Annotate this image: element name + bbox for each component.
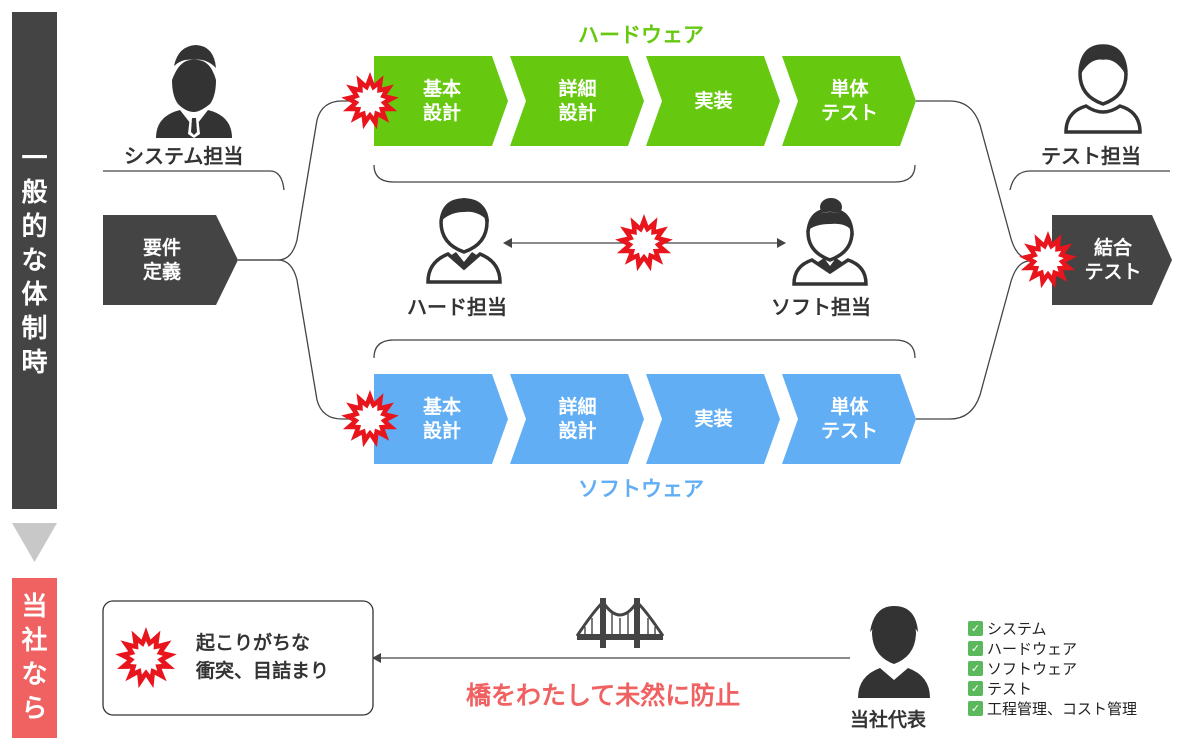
role-soft-label: ソフト担当 [771,295,871,319]
checklist-item-4: ✓テスト [968,678,1032,698]
hw-step-3: 実装 [694,90,733,112]
hw-step-1: 基本 設計 [422,78,461,124]
conflict-box [102,600,374,716]
sw-step-3: 実装 [694,408,733,430]
ours-sidebar [12,578,57,738]
burst-icon [341,390,399,448]
conflict-text: 起こりがちな 衝突、目詰まり [196,632,330,682]
checklist-item-2: ✓ハードウェア [968,638,1077,658]
checklist-item-5-label: 工程管理、コスト管理 [987,699,1138,718]
sw-step-2-shape [510,374,644,464]
role-test-label: テスト担当 [1041,144,1141,168]
arrowhead-to-conflict [372,653,381,663]
check-icon: ✓ [968,660,983,676]
arrowhead-right [777,238,786,248]
general-sidebar [12,12,57,509]
role-system-label: システム担当 [124,144,244,168]
burst-icon [1019,231,1077,289]
checklist-item-4-label: テスト [987,679,1033,698]
check-icon: ✓ [968,700,983,716]
sw-step-1-shape [374,374,508,464]
person-icon-soft [792,198,868,286]
person-icon-test [1064,44,1142,134]
sw-step-3-shape [646,374,780,464]
sw-step-4: 単体 テスト [820,396,878,442]
hardware-title: ハードウェア [578,23,704,47]
role-rep-label: 当社代表 [850,709,927,731]
bridge-text: 橋をわたして未然に防止 [466,681,741,710]
hw-step-4-shape [782,56,916,146]
general-label-text: 一般的な体制時 [21,143,48,378]
flow-lines [103,100,1170,659]
sw-step-2: 詳細 設計 [558,396,597,442]
hw-step-1-shape [374,56,508,146]
burst-icon [115,627,177,689]
integration-shape [1052,215,1172,305]
checklist-item-3: ✓ソフトウェア [968,658,1077,678]
checklist-item-1: ✓システム [968,618,1047,638]
check-icon: ✓ [968,680,983,696]
general-label: 一般的な体制時 [12,12,57,509]
person-icon-rep [858,606,930,698]
role-hard-label: ハード担当 [407,295,507,319]
hw-step-2: 詳細 設計 [558,78,597,124]
burst-icon [341,72,399,130]
software-title: ソフトウェア [578,477,704,501]
burst-icon [615,214,673,272]
bridge-icon [575,598,665,648]
person-icon-hard [426,198,502,284]
sw-step-4-shape [782,374,916,464]
sw-step-1: 基本 設計 [422,396,461,442]
check-icon: ✓ [968,640,983,656]
requirement-step: 要件 定義 [142,237,181,283]
checklist-item-1-label: システム [987,619,1047,638]
integration-step: 結合 テスト [1084,237,1142,283]
arrowhead-left [503,238,512,248]
ours-label: 当社なら [12,578,57,738]
hw-step-3-shape [646,56,780,146]
checklist-item-5: ✓工程管理、コスト管理 [968,698,1137,718]
checklist-item-3-label: ソフトウェア [987,659,1078,678]
hw-step-4: 単体 テスト [820,78,878,124]
transition-arrow [12,523,57,562]
checklist-item-2-label: ハードウェア [987,639,1078,658]
requirement-shape [103,215,238,305]
hw-step-2-shape [510,56,644,146]
check-icon: ✓ [968,620,983,636]
ours-label-text: 当社なら [21,592,48,724]
person-icon-system [156,45,232,138]
